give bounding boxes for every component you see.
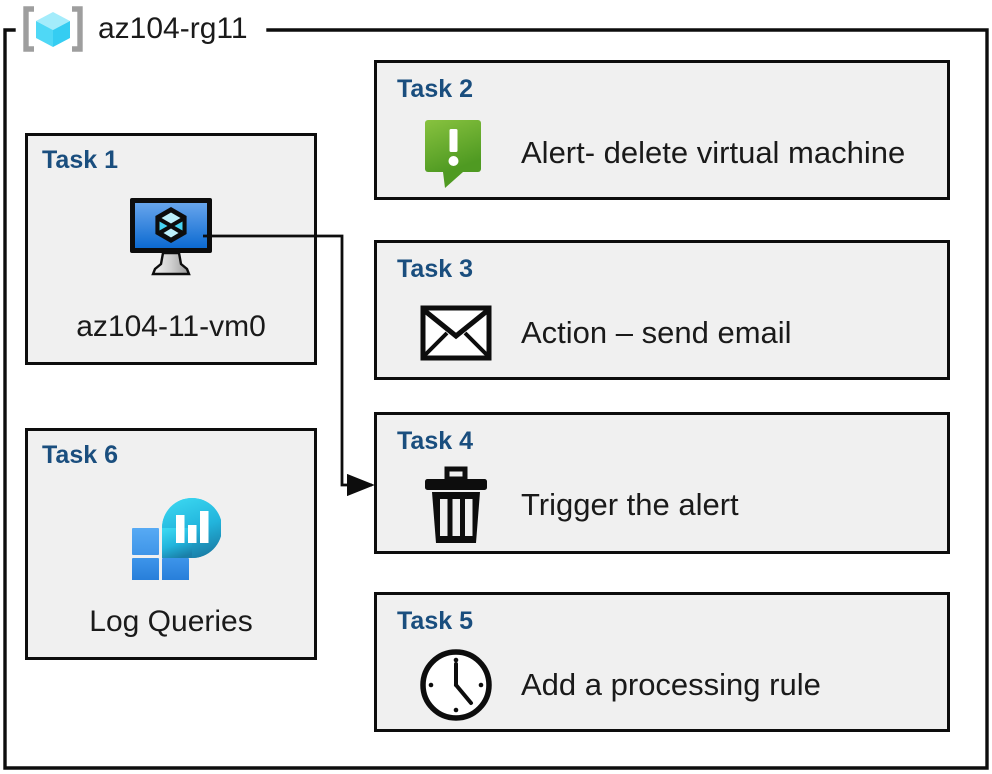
- log-analytics-icon: [132, 498, 221, 580]
- task3-label: Task 3: [397, 255, 473, 283]
- task6-caption: Log Queries: [89, 605, 253, 638]
- task1-icon-wrap: [28, 194, 314, 280]
- task1-card[interactable]: Task 1: [25, 133, 317, 365]
- task5-icon-wrap: [417, 646, 495, 724]
- task6-label: Task 6: [42, 441, 118, 469]
- resource-group-name: az104-rg11: [98, 12, 248, 45]
- task5-label: Task 5: [397, 607, 473, 635]
- task3-text: Action – send email: [521, 315, 792, 350]
- task6-icon-wrap: [28, 489, 314, 580]
- task2-card[interactable]: Task 2: [374, 60, 950, 200]
- task5-card[interactable]: Task 5 Add a processing rule: [374, 592, 950, 732]
- task1-label: Task 1: [42, 146, 118, 174]
- task2-label: Task 2: [397, 75, 473, 103]
- clock-icon: [420, 649, 492, 721]
- alert-bubble-icon: [425, 120, 481, 188]
- task3-row: Action – send email: [417, 291, 937, 375]
- task4-text: Trigger the alert: [521, 487, 739, 522]
- task5-row: Add a processing rule: [417, 643, 937, 727]
- task4-row: Trigger the alert: [417, 463, 937, 547]
- task2-text: Alert- delete virtual machine: [521, 135, 906, 170]
- task2-icon-wrap: [417, 114, 495, 192]
- task4-icon-wrap: [417, 466, 495, 544]
- trash-can-icon: [425, 466, 487, 543]
- task1-caption: az104-11-vm0: [76, 310, 266, 343]
- task5-text: Add a processing rule: [521, 667, 821, 702]
- task4-label: Task 4: [397, 427, 473, 455]
- envelope-icon: [420, 305, 492, 361]
- task3-card[interactable]: Task 3 Action – send email: [374, 240, 950, 380]
- task6-card[interactable]: Task 6: [25, 428, 317, 660]
- task3-icon-wrap: [417, 294, 495, 372]
- task2-row: Alert- delete virtual machine: [417, 111, 937, 195]
- virtual-machine-icon: [130, 198, 212, 276]
- resource-group-cube-icon: [23, 6, 83, 52]
- resource-group-header: az104-rg11: [22, 6, 248, 52]
- task4-card[interactable]: Task 4 Trigger the alert: [374, 412, 950, 554]
